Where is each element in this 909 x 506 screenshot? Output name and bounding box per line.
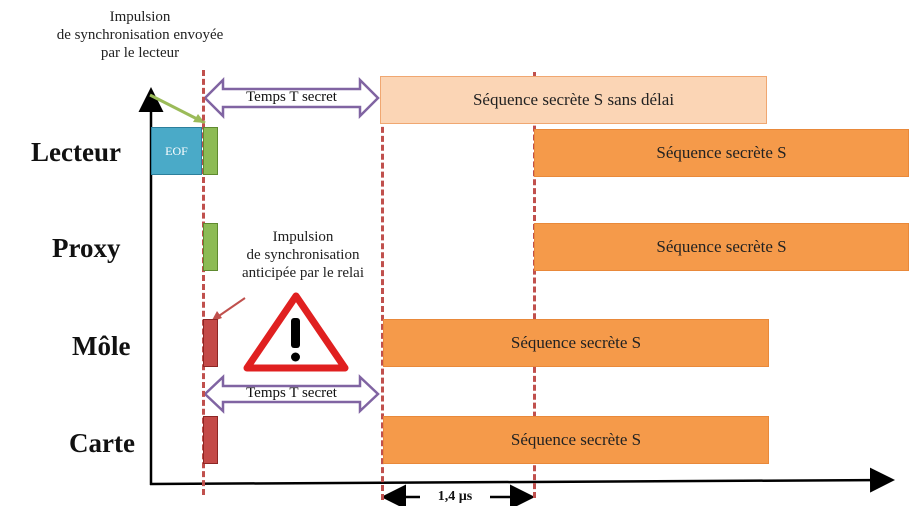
- dashed-line-secret-start: [381, 100, 384, 500]
- temps-top-label: Temps T secret: [246, 89, 337, 105]
- x-axis: [149, 467, 895, 493]
- sequence-sans-delai-bar: Séquence secrète S sans délai: [380, 76, 767, 124]
- mid-note-line3: anticipée par le relai: [241, 265, 364, 281]
- top-note-line3: par le lecteur: [100, 45, 180, 61]
- mid-note-line1: Impulsion: [272, 229, 334, 245]
- eof-block: EOF: [151, 127, 202, 175]
- mid-note-line2: de synchronisation: [246, 247, 360, 263]
- proxy-sequence-bar: Séquence secrète S: [534, 223, 909, 271]
- top-note-line2: de synchronisation envoyée: [56, 27, 224, 43]
- mole-sequence-bar: Séquence secrète S: [383, 319, 769, 367]
- warning-triangle-icon: [243, 292, 349, 372]
- carte-sequence-bar: Séquence secrète S: [383, 416, 769, 464]
- proxy-sync-pulse: [203, 223, 218, 271]
- row-label-mole: Môle: [72, 331, 131, 361]
- dashed-line-delayed-start: [533, 72, 536, 498]
- row-label-proxy: Proxy: [52, 233, 121, 263]
- carte-sync-pulse: [203, 416, 218, 464]
- delay-label: 1,4 µs: [437, 489, 473, 504]
- row-label-carte: Carte: [69, 428, 135, 458]
- temps-bottom-label: Temps T secret: [246, 385, 337, 401]
- row-label-lecteur: Lecteur: [31, 137, 121, 167]
- mole-sync-pulse: [203, 319, 218, 367]
- top-note: Impulsion de synchronisation envoyée par…: [20, 8, 260, 62]
- lecteur-sync-pulse: [203, 127, 218, 175]
- mid-note: Impulsion de synchronisation anticipée p…: [208, 228, 398, 282]
- temps-bottom-arrow: [203, 374, 380, 414]
- lecteur-sequence-bar: Séquence secrète S: [534, 129, 909, 177]
- top-note-line1: Impulsion: [109, 9, 171, 25]
- dashed-line-sync: [202, 70, 205, 495]
- temps-top-arrow: [203, 76, 380, 120]
